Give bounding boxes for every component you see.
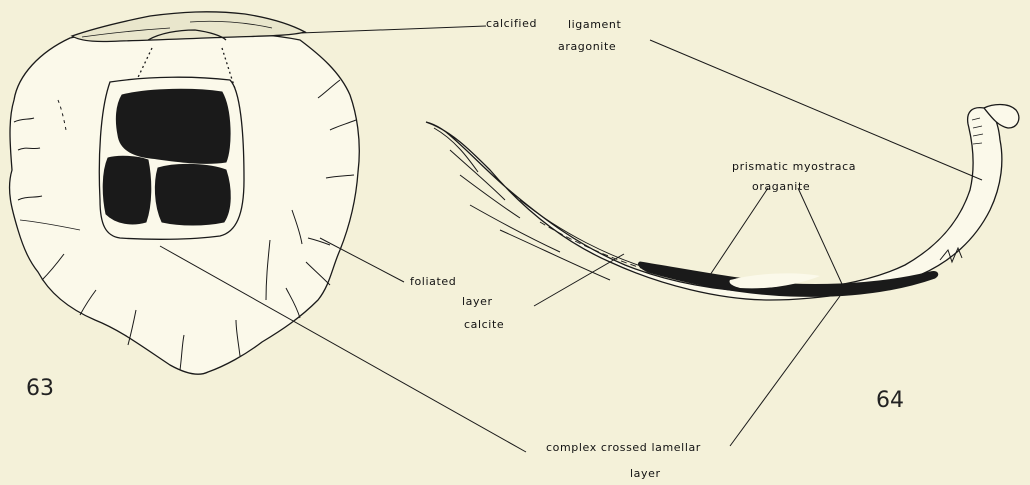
- fig64-section-outline: [426, 108, 1002, 300]
- fig63-scar-upper: [116, 89, 230, 163]
- label-aragonite: aragonite: [558, 40, 616, 53]
- figure-number-63: 63: [26, 376, 54, 401]
- label-foliated-layer: layer: [462, 295, 493, 308]
- leader-calcified: [300, 26, 486, 33]
- label-calcified: calcified: [486, 17, 537, 30]
- leader-calcite: [534, 254, 624, 306]
- leader-myostraca-right: [798, 188, 842, 284]
- fig64-drawing: [426, 105, 1019, 301]
- label-prismatic-myostraca: prismatic myostraca: [732, 160, 856, 173]
- fig63-scar-lower-right: [155, 164, 230, 225]
- label-complex-crossed-lamellar: complex crossed lamellar: [546, 441, 701, 454]
- label-calcite: calcite: [464, 318, 504, 331]
- label-ligament: ligament: [568, 18, 621, 31]
- fig63-muscle-scars: [103, 89, 230, 225]
- leader-myostraca-left: [708, 188, 768, 278]
- fig63-scar-lower-left: [103, 156, 151, 224]
- leader-lamellar-right: [730, 296, 840, 446]
- label-oraganite: oraganite: [752, 180, 810, 193]
- label-foliated: foliated: [410, 275, 456, 288]
- figure-number-64: 64: [876, 388, 904, 413]
- leader-ligament: [650, 40, 982, 180]
- label-lamellar-layer: layer: [630, 467, 661, 480]
